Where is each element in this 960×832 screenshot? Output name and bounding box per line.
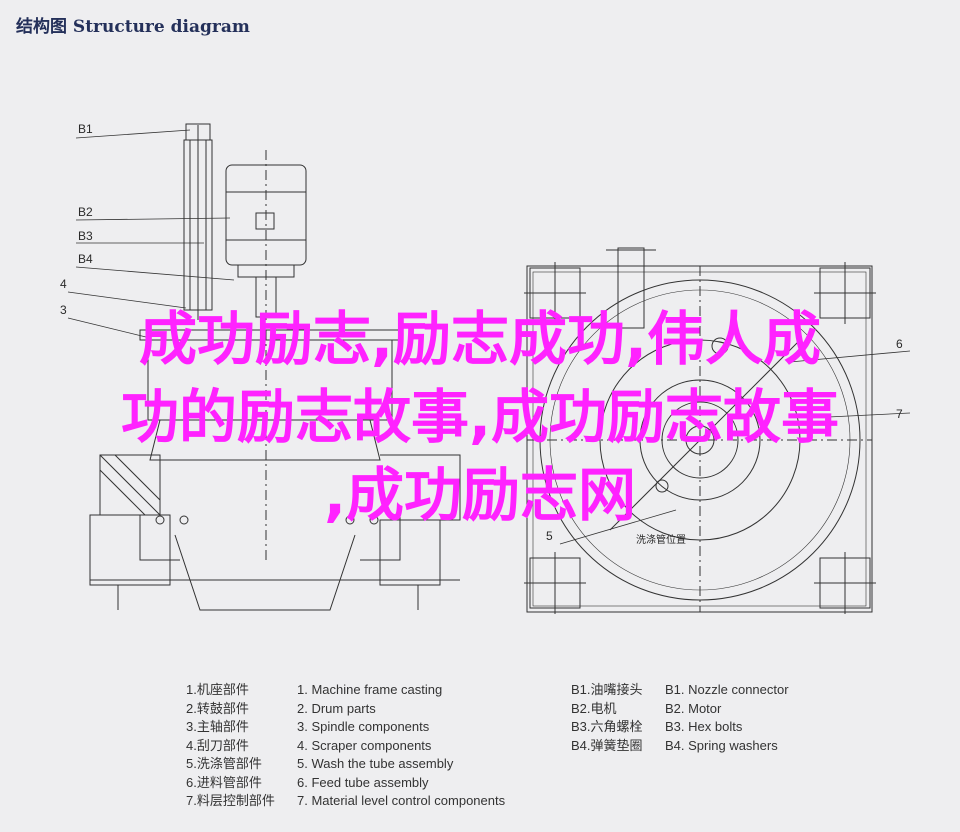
callout-7: 7 (896, 407, 903, 421)
structure-drawing: B1 B2 B3 B4 4 3 6 7 5 洗涤管位置 (60, 122, 911, 614)
title-chinese: 结构图 (16, 17, 67, 37)
callout-leaders-right (559, 350, 911, 545)
legend-item: 5. Wash the tube assembly (297, 756, 454, 771)
legend-parts-cn: 1.机座部件 2.转鼓部件 3.主轴部件 4.刮刀部件 5.洗涤管部件 6.进料… (186, 681, 275, 811)
callout-3: 3 (60, 303, 67, 317)
legend-item: B4. Spring washers (665, 737, 778, 753)
callout-b1: B1 (78, 122, 93, 136)
legend-item: 4. Scraper components (297, 737, 432, 753)
legend-accessories-cn: B1.油嘴接头 B2.电机 B3.六角螺栓 B4.弹簧垫圈 (571, 681, 643, 755)
legend-item: 6. Feed tube assembly (297, 774, 429, 790)
callout-b3: B3 (78, 229, 93, 243)
legend-item: B4.弹簧垫圈 (571, 737, 643, 753)
legend-item: 1. Machine frame casting (297, 682, 443, 697)
legend-item: B2.电机 (571, 700, 617, 716)
legend-item: B2. Motor (665, 700, 722, 716)
legend-item: 3.主轴部件 (186, 719, 249, 734)
legend-item: B3.六角螺栓 (571, 719, 643, 734)
page-title: 结构图 Structure diagram (16, 12, 250, 37)
callout-5: 5 (546, 529, 553, 543)
callout-b4: B4 (78, 252, 93, 266)
legend-item: 2.转鼓部件 (186, 700, 249, 716)
side-elevation (89, 123, 461, 611)
legend-item: B1.油嘴接头 (571, 682, 643, 697)
legend-item: 7. Material level control components (297, 793, 506, 808)
callout-wash-tube: 洗涤管位置 (636, 533, 686, 546)
legend-item: 3. Spindle components (297, 719, 430, 734)
legend-item: 4.刮刀部件 (186, 737, 249, 753)
legend-accessories-en: B1. Nozzle connector B2. Motor B3. Hex b… (665, 681, 789, 755)
legend-item: 7.料层控制部件 (186, 793, 275, 808)
title-english: Structure diagram (72, 17, 250, 37)
callout-4: 4 (60, 277, 67, 291)
callout-leaders-left (67, 129, 235, 339)
callout-b2: B2 (78, 205, 93, 219)
legend-item: B1. Nozzle connector (665, 682, 789, 697)
legend-parts-en: 1. Machine frame casting 2. Drum parts 3… (297, 681, 505, 811)
callout-6: 6 (896, 337, 903, 351)
legend-item: B3. Hex bolts (665, 719, 743, 734)
legend-item: 5.洗涤管部件 (186, 756, 262, 771)
legend-item: 6.进料管部件 (186, 774, 262, 790)
plan-view (524, 247, 876, 614)
legend-item: 1.机座部件 (186, 682, 249, 697)
legend-item: 2. Drum parts (297, 700, 376, 716)
